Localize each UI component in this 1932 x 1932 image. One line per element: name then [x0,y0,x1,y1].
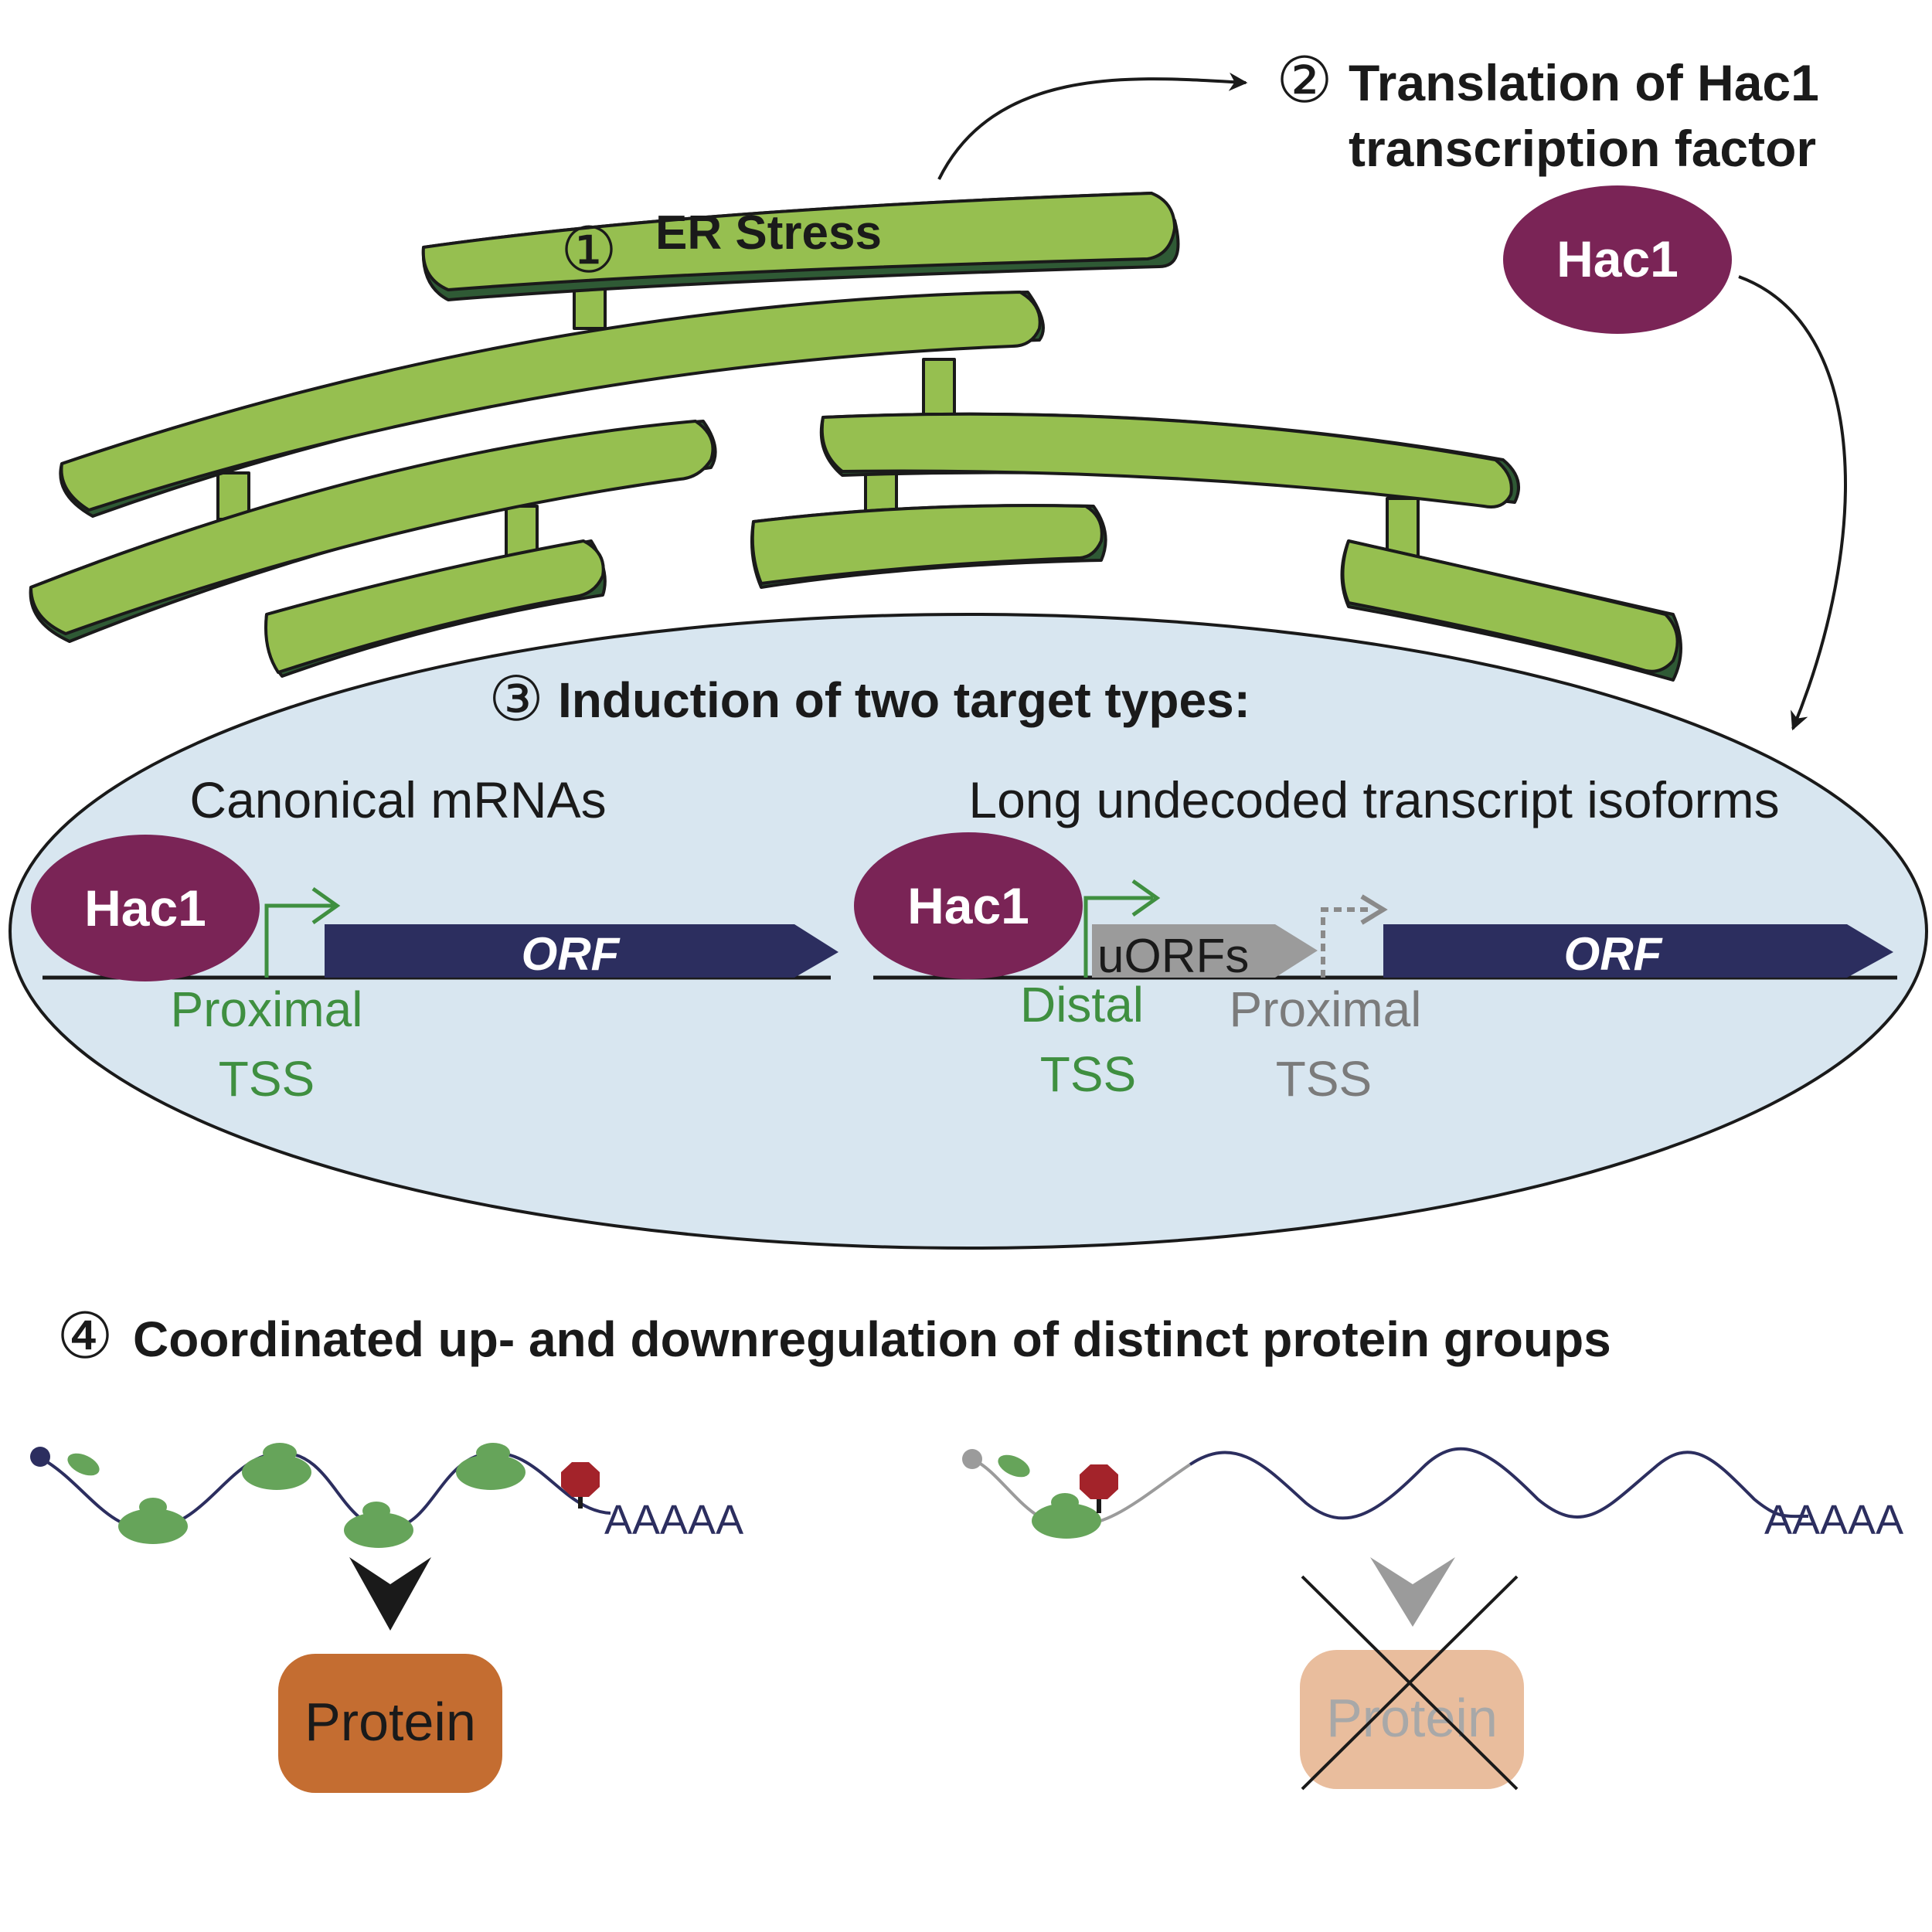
canonical-title: Canonical mRNAs [189,771,606,828]
left-translation-arrowhead [349,1557,431,1631]
step1-label: ER Stress [655,206,882,260]
step2-number: ② [1276,44,1333,117]
left-ribosome-small-4 [362,1502,390,1520]
left-ribosome-4 [456,1454,526,1490]
right-protein-box [1300,1650,1524,1789]
canonical-orf-label: ORF [522,928,621,980]
luti-title: Long undecoded transcript isoforms [968,771,1779,828]
arrow-hac1-to-nucleus [1738,275,1847,731]
canonical-orf [325,924,838,978]
step1-number: ① [560,214,617,287]
step2-line2: transcription factor [1349,120,1816,177]
right-mrna-strand [1189,1447,1809,1520]
right-stop-codon [1080,1464,1118,1499]
luti-uorfs-label: uORFs [1097,930,1249,983]
hac1-free-protein [1503,185,1732,334]
left-protein-box [278,1654,502,1793]
left-ribosome-small-3 [263,1443,297,1463]
luti-proximal-tss-line1: Proximal [1230,981,1422,1037]
canonical-tss-line2: TSS [219,1051,315,1107]
right-protein-cross [1301,1575,1519,1791]
luti-distal-tss-line2: TSS [1040,1046,1136,1102]
luti-proximal-tss-arrow [1321,894,1388,978]
left-mrna: AAAAA [30,1443,743,1548]
right-ribosome-1 [1032,1503,1101,1539]
canonical-hac1 [31,835,260,981]
luti-hac1 [854,832,1083,979]
left-ribosome-small-5 [476,1443,510,1463]
left-stop-codon [561,1462,600,1497]
luti-orf-label: ORF [1564,928,1663,980]
step3-label: Induction of two target types: [558,672,1250,728]
right-ribosome-small-1 [998,1454,1030,1478]
luti-distal-tss-arrow [1083,879,1161,978]
endoplasmic-reticulum [29,192,1682,682]
left-ribosome-small-2 [139,1498,167,1516]
luti-proximal-tss-line2: TSS [1276,1051,1372,1107]
canonical-tss-arrow [264,886,341,978]
luti-distal-tss-line1: Distal [1020,977,1144,1032]
arrow-er-to-translation [937,72,1248,180]
left-protein-label: Protein [304,1692,476,1752]
right-mrna-cap [962,1449,982,1469]
left-polyA: AAAAA [604,1497,743,1543]
left-ribosome-3 [344,1512,413,1548]
left-ribosome-2 [242,1454,311,1490]
right-ribosome-small-2 [1051,1493,1079,1512]
luti-hac1-label: Hac1 [907,877,1029,934]
step4-number: ④ [56,1300,114,1373]
right-translation-arrowhead [1370,1557,1455,1627]
right-mrna: AAAAA [962,1447,1903,1543]
luti-uorfs [1092,924,1318,978]
step4-label: Coordinated up- and downregulation of di… [133,1311,1611,1367]
left-mrna-cap [30,1447,50,1467]
step3-number: ③ [488,663,544,735]
canonical-hac1-label: Hac1 [84,879,206,937]
step2-line1: Translation of Hac1 [1349,54,1819,111]
canonical-tss-line1: Proximal [171,981,363,1037]
luti-orf [1383,924,1893,978]
left-ribosome-1 [118,1509,188,1544]
right-polyA: AAAAA [1764,1497,1903,1543]
left-ribosome-small-1 [67,1453,100,1476]
hac1-free-label: Hac1 [1556,230,1679,287]
